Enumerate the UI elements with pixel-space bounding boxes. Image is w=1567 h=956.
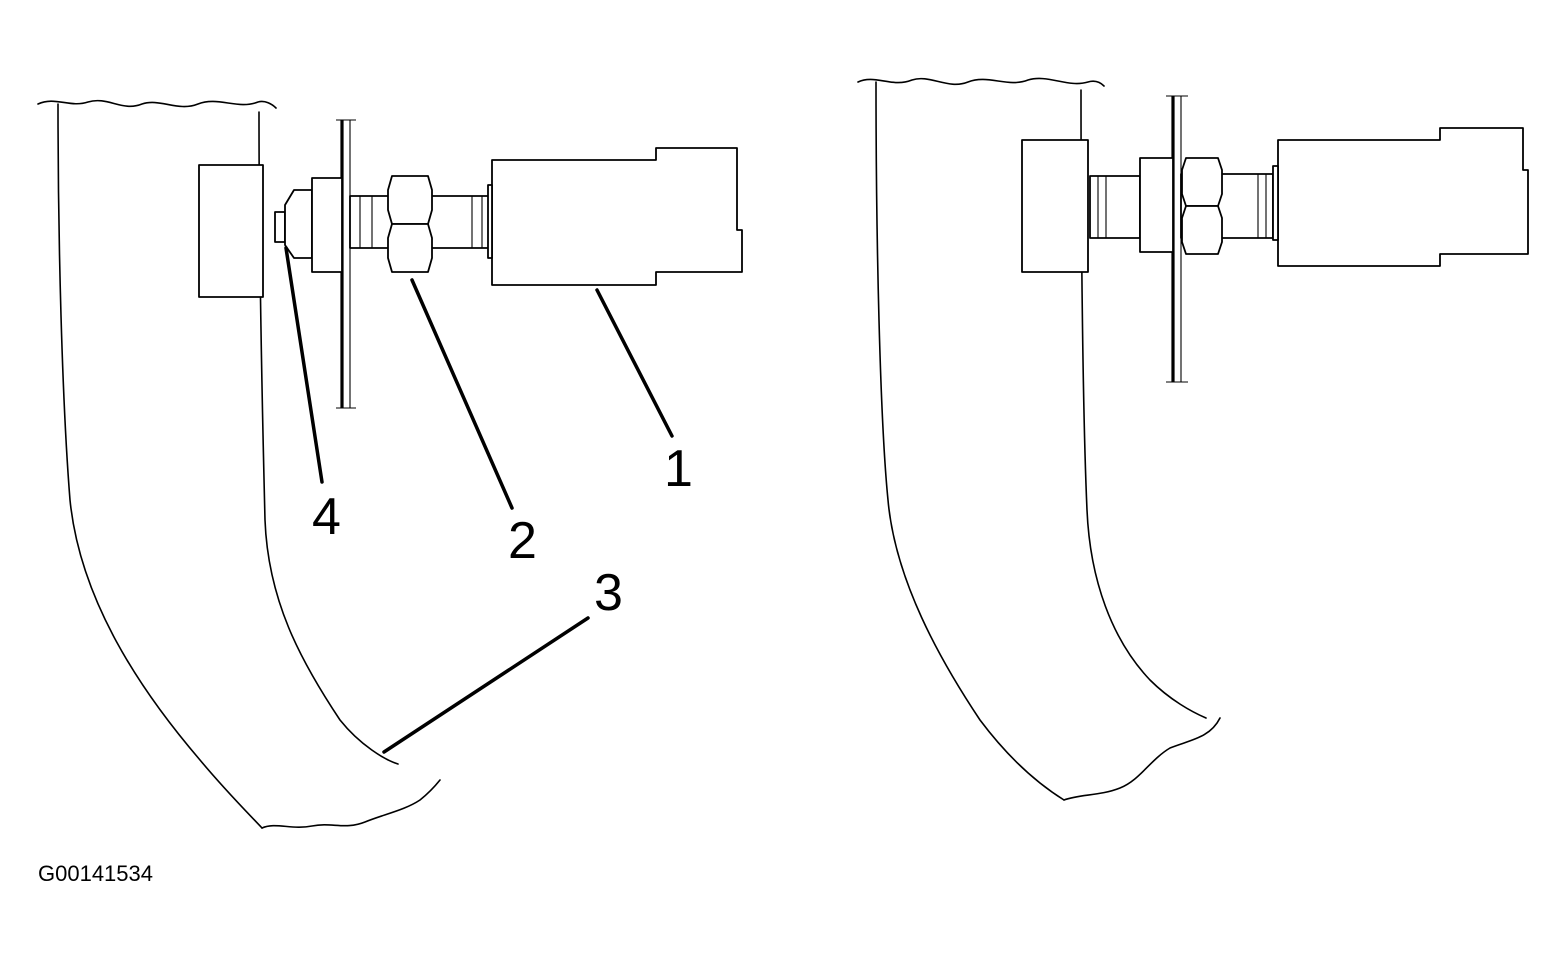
- leader-line-1: [595, 288, 674, 438]
- callout-2: 2: [508, 512, 537, 570]
- switch-housing-left: [487, 147, 743, 286]
- leader-line-4: [284, 246, 324, 484]
- switch-housing-right: [1272, 127, 1529, 267]
- left-view: 1 2 3 4: [37, 99, 743, 829]
- callout-3: 3: [594, 564, 623, 622]
- pedal-contact-pad: [198, 164, 264, 298]
- jam-nut-right: [1181, 157, 1223, 255]
- switch-plunger: [274, 189, 313, 259]
- leader-line-3: [382, 616, 590, 754]
- callout-4: 4: [312, 488, 341, 546]
- figure-id: G00141534: [38, 861, 153, 886]
- jam-nut-left: [387, 175, 433, 273]
- pedal-contact-pad-right: [1021, 139, 1089, 273]
- callout-1: 1: [664, 440, 693, 498]
- right-view: [857, 77, 1529, 801]
- leader-line-2: [410, 278, 514, 510]
